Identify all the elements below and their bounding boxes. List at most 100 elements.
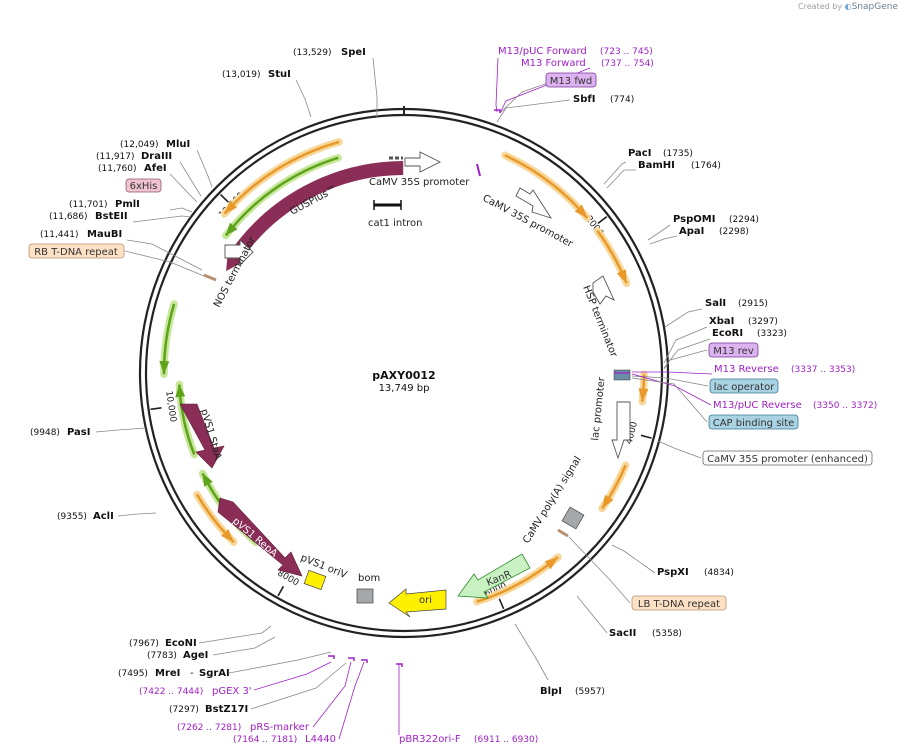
pvs1-staa-arrow[interactable] [179,403,225,469]
leader-line [632,371,713,375]
camv-35s-promoter-2-arrow[interactable] [515,187,553,219]
label-rb-tdna-repeat[interactable]: RB T-DNA repeat [28,243,125,259]
orange-arc-left-lower[interactable] [193,490,238,546]
primer-m13-puc-reverse[interactable]: M13/pUC Reverse (3350 .. 3372) [713,400,877,411]
lac-operator-block[interactable] [613,369,631,381]
site-pos: (3297) [748,317,778,327]
camv-35s-promoter-1-arrow[interactable] [404,151,442,173]
pvs1-oriv-block[interactable] [303,569,327,591]
lac-promoter-arrow[interactable] [611,401,631,460]
site-maubi[interactable]: (11,441) MauBI [40,229,122,240]
primer-name: pRS-marker [250,722,310,733]
site-mlui[interactable]: (12,049) MluI [120,139,190,150]
site-ecori[interactable]: EcoRI (3323) [712,328,787,339]
orange-arc-right-head [616,269,627,284]
site-name: EcoNI [165,638,197,649]
green-arc-left2[interactable] [175,380,199,459]
primer-name: M13 Reverse [714,364,779,375]
ori-arrow[interactable]: ori [388,588,447,618]
site-pos: (7495) [118,669,148,679]
label-camv-35s-enhanced[interactable]: CaMV 35S promoter (enhanced) [702,450,873,466]
site-acli[interactable]: (9355) AclI [57,511,114,522]
site-sbfi[interactable]: SbfI (774) [573,94,634,105]
leader-line [631,377,708,423]
label-m13-fwd[interactable]: M13 fwd [545,72,597,88]
site-stui[interactable]: (13,019) StuI [222,69,291,80]
site-pspomi[interactable]: PspOMI (2294) [673,214,759,225]
primer-pbr322ori-f[interactable]: pBR322ori-F (6911 .. 6930) [399,734,538,745]
site-name: ApaI [679,226,704,237]
site-pos: (3323) [757,329,787,339]
green-arc-left[interactable] [159,300,178,379]
label-6xhis[interactable]: 6xHis [125,178,162,193]
orange-arc-topleft-body [223,140,340,215]
leader-line [228,651,332,674]
orange-arc-right[interactable] [593,227,631,288]
primer-m13-puc-forward[interactable]: M13/pUC Forward (723 .. 745) [498,46,653,57]
orange-arc-mid[interactable] [638,370,649,406]
primer-name: pGEX 3' [212,686,252,697]
label-m13-rev[interactable]: M13 rev [708,342,759,358]
site-name: MluI [166,139,190,150]
site-bstz17i[interactable]: (7297) BstZ17I [169,704,248,715]
primer-l4440[interactable]: (7164 .. 7181) L4440 [233,734,336,745]
site-agei[interactable]: (7783) AgeI [147,650,208,661]
primer-prs-marker[interactable]: (7262 .. 7281) pRS-marker [177,722,310,733]
primer-bind-mark [328,655,335,659]
pvs1-repa-label: pVS1 RepA [230,516,279,560]
green-arc-topleft[interactable] [222,154,342,240]
leader-line [663,338,711,369]
ring-tick-label: 10,000 [163,390,177,423]
orange-arc-topleft[interactable] [220,138,343,218]
primer-pgex-3[interactable]: (7422 .. 7444) pGEX 3' [139,686,252,697]
site-pspxi[interactable]: PspXI (4834) [657,567,734,578]
nos-terminator-arrow[interactable] [224,238,254,267]
leader-line [132,215,192,223]
lb-tdna-mark [557,528,569,538]
label-lb-tdna-repeat[interactable]: LB T-DNA repeat [631,595,727,611]
site-pos: (9355) [57,512,87,522]
site-xbai[interactable]: XbaI (3297) [709,316,778,327]
site-bsteii[interactable]: (11,686) BstEII [49,211,128,222]
leader-line [312,661,352,728]
leader-line [117,512,157,517]
bom-block[interactable] [356,588,374,604]
site-blpi[interactable]: BlpI (5957) [540,686,605,697]
primer-range: (3350 .. 3372) [813,401,877,411]
site-spei[interactable]: (13,529) SpeI [293,47,366,58]
orange-arc-top[interactable] [501,151,591,222]
site-sali[interactable]: SalI (2915) [705,298,768,309]
ring-tick-mark [498,598,505,610]
hsp-terminator-arrow[interactable] [592,275,615,305]
site-bamhi[interactable]: BamHI (1764) [638,160,721,171]
site-pmli[interactable]: (11,701) PmlI [69,199,140,210]
ring-tick-mark [219,193,229,203]
primer-m13-reverse[interactable]: M13 Reverse (3337 .. 3353) [714,364,855,375]
leader-line [250,662,347,710]
site-econi[interactable]: (7967) EcoNI [129,638,197,649]
label-box [709,378,779,394]
site-pos: (11,917) [96,152,135,162]
site-name: BamHI [638,160,675,171]
camv-polya-block[interactable] [561,506,585,530]
feature-label-camv-polya: CaMV poly(A) signal [521,455,583,546]
leader-line [196,149,213,188]
site-sacii[interactable]: SacII (5358) [609,628,682,639]
site-mrei-sgrai[interactable]: (7495) MreI - SgrAI [118,668,230,679]
site-name: DraIII [141,151,172,162]
orange-arc-lower[interactable] [598,461,630,513]
label-text: M13 fwd [550,76,592,87]
label-lac-operator[interactable]: lac operator [709,378,779,394]
site-afei[interactable]: (11,760) AfeI [98,163,167,174]
site-paci[interactable]: PacI (1735) [628,148,693,159]
primer-m13-forward[interactable]: M13 Forward (737 .. 754) [521,58,654,69]
leader-line [198,625,272,644]
site-pasi[interactable]: (9948) PasI [30,427,90,438]
orange-arc-bottom[interactable] [473,553,562,606]
site-draiii[interactable]: (11,917) DraIII [96,151,172,162]
label-cap-binding-site[interactable]: CAP binding site [708,414,799,430]
site-pos: (11,441) [40,230,79,240]
site-apai[interactable]: ApaI (2298) [679,226,749,237]
site-pos: (1764) [691,161,721,171]
kanr-body [457,553,531,599]
